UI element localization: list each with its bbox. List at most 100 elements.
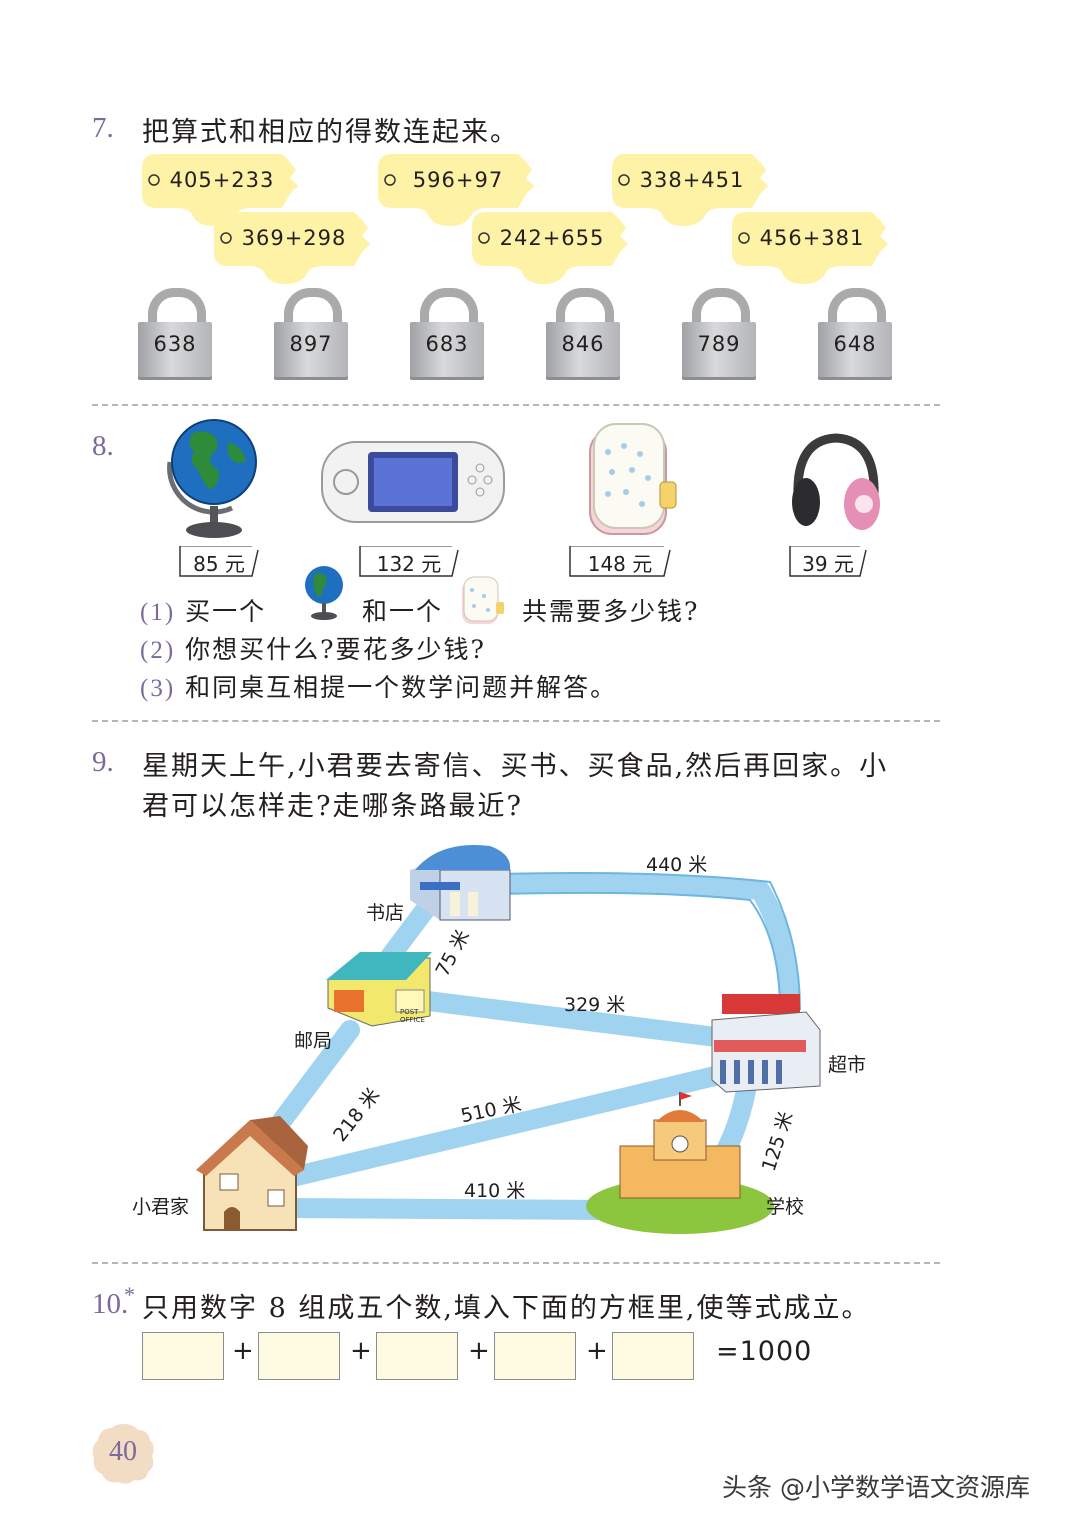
- price-tag: 148 元: [568, 546, 672, 580]
- padlock[interactable]: 648: [818, 288, 892, 382]
- backpack-icon: [582, 416, 682, 540]
- headphones-icon: [788, 430, 884, 534]
- page-number: 40: [109, 1436, 137, 1467]
- lock-body: [818, 322, 892, 380]
- section-divider: [92, 1262, 940, 1264]
- route-map: [120, 830, 880, 1250]
- answer-box[interactable]: [612, 1332, 694, 1380]
- question-9-line-2: 君可以怎样走?走哪条路最近?: [142, 791, 523, 822]
- question-10-star: *: [124, 1282, 135, 1307]
- lock-shackle: [828, 288, 886, 341]
- post-office-sign: POST OFFICE: [400, 1008, 425, 1024]
- place-label-school: 学校: [766, 1196, 805, 1218]
- question-9-number: 9.: [92, 746, 114, 778]
- key-label: 456+381: [759, 226, 865, 250]
- price-tag: 39 元: [788, 546, 868, 580]
- key-card[interactable]: 242+655: [470, 210, 640, 284]
- sub-text-part: 共需要多少钱?: [522, 597, 700, 626]
- plus-sign: +: [350, 1336, 372, 1366]
- padlock[interactable]: 683: [410, 288, 484, 382]
- question-8-sub-3: (3) 和同桌互相提一个数学问题并解答。: [140, 668, 617, 704]
- lock-body: [546, 322, 620, 380]
- bookstore-icon: [410, 845, 511, 921]
- question-10-number: 10.: [92, 1288, 129, 1320]
- key-card[interactable]: 405+233: [140, 152, 310, 226]
- question-7-number: 7.: [92, 112, 114, 144]
- key-label: 242+655: [499, 226, 605, 250]
- lock-label: 897: [289, 332, 333, 356]
- price-label: 85 元: [193, 552, 245, 576]
- plus-sign: +: [468, 1336, 490, 1366]
- place-label-post-office: 邮局: [294, 1030, 333, 1052]
- question-9-line-1: 星期天上午,小君要去寄信、买书、买食品,然后再回家。小: [142, 751, 889, 782]
- padlock[interactable]: 789: [682, 288, 756, 382]
- watermark: 头条 @小学数学语文资源库: [722, 1473, 1030, 1502]
- backpack-small-icon: [458, 574, 506, 626]
- key-label: 369+298: [241, 226, 347, 250]
- sub-text-part: 买一个: [185, 597, 267, 626]
- lock-body: [410, 322, 484, 380]
- lock-shackle: [284, 288, 342, 341]
- answer-box[interactable]: [376, 1332, 458, 1380]
- lock-label: 648: [833, 332, 877, 356]
- section-divider: [92, 404, 940, 406]
- sub-number: (1): [140, 599, 176, 626]
- supermarket-icon: [711, 994, 821, 1093]
- place-label-bookstore: 书店: [366, 902, 405, 924]
- sub-number: (3): [140, 675, 176, 702]
- question-8-number: 8.: [92, 430, 114, 462]
- question-8-sub-1: (1) 买一个: [140, 592, 266, 628]
- place-label-home: 小君家: [132, 1196, 190, 1218]
- padlock[interactable]: 638: [138, 288, 212, 382]
- road-label-bookstore-supermarket: 440 米: [646, 854, 708, 876]
- price-label: 132 元: [376, 552, 442, 576]
- answer-box[interactable]: [142, 1332, 224, 1380]
- globe-small-icon: [300, 563, 346, 623]
- question-8-sub-1-end: 共需要多少钱?: [522, 592, 699, 628]
- post-office-icon: [326, 952, 432, 1027]
- padlock[interactable]: 846: [546, 288, 620, 382]
- lock-label: 846: [561, 332, 605, 356]
- road-label-home-school: 410 米: [464, 1180, 526, 1202]
- game-console-icon: [320, 440, 506, 524]
- globe-icon: [162, 412, 262, 542]
- key-card[interactable]: 456+381: [730, 210, 900, 284]
- lock-body: [682, 322, 756, 380]
- lock-shackle: [420, 288, 478, 341]
- answer-box[interactable]: [258, 1332, 340, 1380]
- plus-sign: +: [232, 1336, 254, 1366]
- question-10-text: 只用数字 8 组成五个数,填入下面的方框里,使等式成立。: [142, 1293, 871, 1324]
- price-label: 39 元: [802, 552, 854, 576]
- price-tag: 132 元: [358, 546, 460, 580]
- key-label: 338+451: [639, 168, 745, 192]
- equation-result: =1000: [716, 1336, 813, 1367]
- price-tag: 85 元: [178, 546, 260, 580]
- plus-sign: +: [586, 1336, 608, 1366]
- question-8-sub-2: (2) 你想买什么?要花多少钱?: [140, 630, 486, 666]
- question-8-sub-1-mid: 和一个: [362, 592, 443, 628]
- key-card[interactable]: 369+298: [212, 210, 382, 284]
- question-7-text: 把算式和相应的得数连起来。: [142, 117, 519, 148]
- place-label-supermarket: 超市: [828, 1054, 867, 1076]
- section-divider: [92, 720, 940, 722]
- lock-label: 683: [425, 332, 469, 356]
- sub-text-part: 和一个: [362, 597, 444, 626]
- price-label: 148 元: [587, 552, 653, 576]
- lock-label: 638: [153, 332, 197, 356]
- sub-number: (2): [140, 637, 176, 664]
- lock-body: [138, 322, 212, 380]
- school-icon: [586, 1092, 774, 1234]
- key-label: 405+233: [169, 168, 275, 192]
- lock-body: [274, 322, 348, 380]
- sub-text: 你想买什么?要花多少钱?: [185, 635, 486, 664]
- road-label-post-supermarket: 329 米: [564, 994, 626, 1016]
- lock-shackle: [556, 288, 614, 341]
- answer-box[interactable]: [494, 1332, 576, 1380]
- padlock[interactable]: 897: [274, 288, 348, 382]
- home-icon: [196, 1116, 308, 1231]
- lock-label: 789: [697, 332, 741, 356]
- key-card[interactable]: 596+97: [376, 152, 546, 226]
- page-number-badge: 40: [90, 1422, 156, 1486]
- sub-text: 和同桌互相提一个数学问题并解答。: [185, 673, 618, 702]
- key-card[interactable]: 338+451: [610, 152, 780, 226]
